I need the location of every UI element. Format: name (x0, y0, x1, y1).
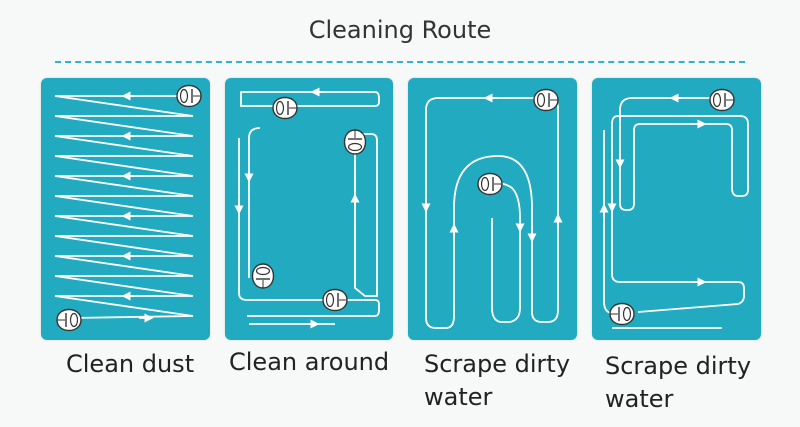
robot-cleaner-icon (251, 263, 275, 289)
u-route (421, 88, 563, 329)
frame-route (599, 88, 749, 329)
perimeter-route (234, 87, 380, 329)
panel-scrape-dirty-water-b (592, 78, 761, 340)
panel-clean-dust (41, 78, 210, 340)
robot-cleaner-icon (176, 84, 202, 108)
robot-cleaner-icon (709, 88, 735, 112)
panel-scrape-dirty-water-a (408, 78, 577, 340)
caption-clean-around: Clean around (229, 348, 390, 376)
dashed-divider (55, 61, 745, 63)
robot-cleaner-icon (533, 88, 559, 112)
robot-cleaner-icon (477, 172, 503, 196)
zigzag-route (54, 84, 202, 332)
robot-cleaner-icon (609, 302, 635, 326)
robot-cleaner-icon (272, 96, 298, 120)
diagram-title: Cleaning Route (308, 16, 492, 44)
robot-cleaner-icon (343, 129, 367, 155)
caption-scrape-dirty-water-b: Scrape dirty water (605, 352, 752, 413)
panel-clean-around (225, 78, 393, 340)
caption-clean-dust: Clean dust (66, 350, 195, 378)
caption-scrape-dirty-water-a: Scrape dirty water (424, 350, 571, 411)
robot-cleaner-icon (56, 308, 82, 332)
robot-cleaner-icon (322, 288, 348, 312)
